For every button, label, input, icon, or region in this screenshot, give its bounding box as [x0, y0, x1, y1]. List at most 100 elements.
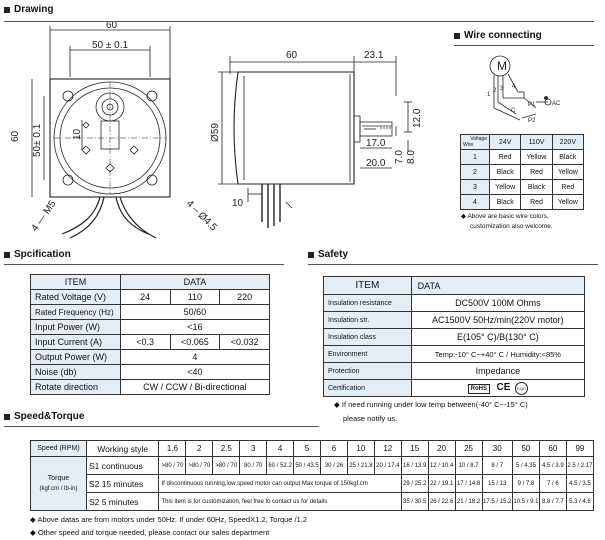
s5-cell: 5.3 / 4.6 — [565, 492, 595, 511]
drawing-rule — [4, 21, 594, 22]
spec-head-data: DATA — [119, 274, 271, 290]
spec-value: <0.032 — [219, 334, 270, 350]
s15-cell: 4.5 / 3.5 — [565, 474, 595, 493]
s15-note: If discontinuous running,low speed motor… — [158, 474, 402, 493]
sw-label-p2: P2 — [528, 118, 536, 124]
rpm-cell: 50 — [511, 440, 540, 457]
rpm-cell: 30 — [481, 440, 513, 457]
speed-footnote-1: ◆ Above datas are from motors under 50Hz… — [30, 515, 308, 524]
s1-cell: 2.5 / 2.17 — [565, 456, 595, 475]
spec-label: Input Power (W) — [30, 319, 121, 335]
bullet-square-icon — [308, 251, 314, 258]
wire-cell: Yellow — [551, 164, 585, 180]
spec-value: <40 — [119, 364, 271, 380]
s1-cell: >80 / 70 — [158, 456, 187, 475]
s15-cell: 22 / 19.1 — [427, 474, 456, 493]
speed-footnote-2: ◆ Other speed and torque needed, please … — [30, 528, 270, 537]
speed-corner: Speed (RPM) — [30, 440, 87, 457]
s1-cell: 20 / 17.4 — [373, 456, 402, 475]
spec-value: <16 — [119, 319, 271, 335]
s5-cell: 35 / 30.5 — [400, 492, 429, 511]
motor-drawing: 60 50 ± 0.1 60 50± 0.1 10 4 — M5 60 — [10, 22, 561, 239]
rpm-cell: 1.6 — [158, 440, 187, 457]
s1-cell: 80 / 70 — [239, 456, 268, 475]
wire-cell: Red — [488, 149, 522, 165]
s1-cell: 12 / 10.4 — [427, 456, 456, 475]
wire-cell: Yellow — [520, 149, 553, 165]
dim-60-top: 60 — [106, 22, 118, 31]
safety-value: AC1500V 50Hz/min(220V motor) — [410, 311, 586, 329]
dim-7: 7.0 — [394, 150, 405, 164]
spec-value: 24 — [119, 289, 171, 305]
safety-label: Insulation resistance — [323, 294, 412, 312]
wire-cell: Black — [551, 149, 585, 165]
wire-diagram — [489, 55, 552, 121]
dim-10-side: 10 — [232, 198, 244, 209]
bullet-square-icon — [4, 413, 10, 420]
dim-17: 17.0 — [366, 138, 386, 149]
s15-cell: 15 / 13 — [481, 474, 513, 493]
ce-mark-icon: CE — [496, 382, 511, 394]
speed-footnote-1-text: Above datas are from motors under 50Hz. … — [37, 515, 308, 524]
speed-footnote-2-text: Other speed and torque needed, please co… — [37, 528, 270, 537]
spec-label: Rotate direction — [30, 379, 121, 395]
bullet-square-icon — [4, 251, 10, 258]
dim-20: 20.0 — [366, 158, 386, 169]
rohs-badge: RoHS — [467, 384, 491, 395]
wire-heading-text: Wire connecting — [464, 30, 542, 41]
s1-cell: 8 / 7 — [481, 456, 513, 475]
safety-note-1: ◆ If need running under low temp between… — [334, 400, 528, 409]
s15-cell: 17 / 14.8 — [454, 474, 483, 493]
shaft — [359, 121, 393, 137]
ac-label: AC — [552, 101, 561, 107]
dim-10-front: 10 — [72, 128, 83, 140]
s1-cell: >80 / 70 — [212, 456, 241, 475]
wire-cell: Red — [520, 164, 553, 180]
s5-cell: 21 / 18.2 — [454, 492, 483, 511]
s1-cell: 5 / 4.35 — [511, 456, 540, 475]
s5-cell: 17.5 / 15.2 — [481, 492, 513, 511]
s15-cell: 7 / 6 — [538, 474, 567, 493]
dim-12: 12.0 — [412, 108, 423, 128]
speed-heading: Speed&Torque — [4, 411, 84, 422]
wire-num-3: 3 — [500, 86, 504, 92]
wire-col-24v: 24V — [488, 134, 522, 150]
safety-rule — [308, 264, 598, 265]
safety-value: E(105° C)/B(130° C) — [410, 328, 586, 346]
spec-label: Input Current (A) — [30, 334, 121, 350]
s15-cell: 9 / 7.8 — [511, 474, 540, 493]
safety-label: Insulation class — [323, 328, 412, 346]
wire-cell: Red — [520, 194, 553, 210]
s5-style: S2 5 minutes — [85, 492, 160, 511]
front-face — [49, 78, 171, 198]
spec-value: 220 — [219, 289, 270, 305]
rpm-cell: 6 — [319, 440, 348, 457]
safety-head-item: ITEM — [323, 276, 412, 295]
speed-rule — [4, 426, 319, 427]
drawing-heading: Drawing — [4, 4, 53, 15]
spec-value: CW / CCW / Bi-directional — [119, 379, 271, 395]
safety-label: Environment — [323, 345, 412, 363]
rpm-cell: 12 — [373, 440, 402, 457]
safety-note-2: please notify us. — [343, 414, 398, 423]
s5-cell: 8.8 / 7.7 — [538, 492, 567, 511]
corner-voltage: Voltage — [470, 136, 487, 142]
rpm-cell: 99 — [565, 440, 595, 457]
torque-label-cell: Torque (kgf.cm / lb-in) — [30, 456, 87, 511]
bullet-square-icon — [454, 32, 460, 39]
wire-cell: Black — [488, 194, 522, 210]
spec-value: 110 — [169, 289, 221, 305]
safety-heading-text: Safety — [318, 249, 349, 260]
dim-60-left: 60 — [10, 130, 21, 142]
dim-holes: 4 — M5 — [29, 198, 58, 233]
s1-cell: 10 / 8.7 — [454, 456, 483, 475]
s1-cell: 25 / 21.8 — [346, 456, 375, 475]
rpm-cell: 25 — [454, 440, 483, 457]
safety-label: Protection — [323, 362, 412, 380]
wire-cell: Black — [520, 179, 553, 195]
dim-8: 8.0 — [406, 150, 417, 164]
rpm-cell: 2.5 — [212, 440, 241, 457]
spec-value: 50/60 — [119, 304, 271, 320]
s1-cell: 16 / 13.9 — [400, 456, 429, 475]
